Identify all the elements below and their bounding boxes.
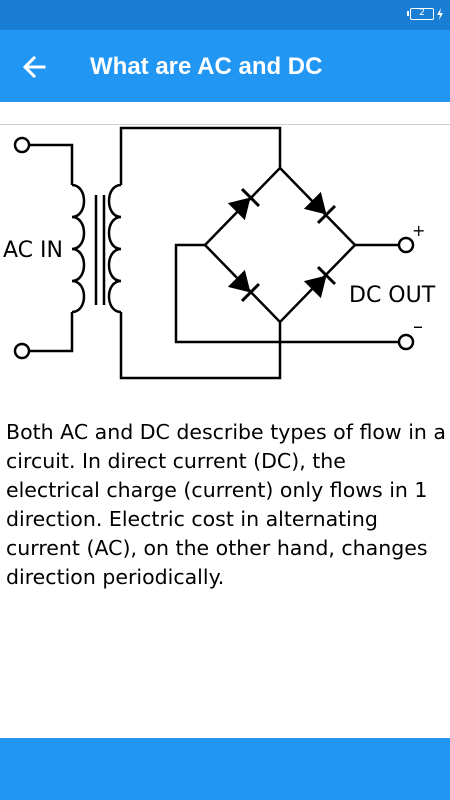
minus-label: –: [413, 314, 423, 338]
primary-coil: [71, 183, 86, 314]
back-button[interactable]: [18, 50, 52, 84]
app-bar: What are AC and DC: [0, 30, 450, 102]
secondary-lead-top: [119, 126, 282, 185]
secondary-coil: [107, 183, 122, 314]
divider: [0, 124, 450, 125]
dc-negative-lead: [174, 243, 399, 344]
arrow-left-icon: [22, 55, 46, 79]
plus-label: +: [412, 221, 425, 240]
ac-input-terminal-bottom: [13, 342, 31, 360]
ac-in-label: AC IN: [3, 238, 63, 263]
diode-top-right: [303, 191, 337, 225]
dc-positive-terminal: [397, 236, 415, 254]
primary-lead-bottom: [29, 312, 74, 353]
primary-lead-top: [29, 143, 74, 185]
battery-icon: 2: [407, 8, 434, 20]
bridge-rectifier: [203, 166, 357, 324]
status-bar: 2: [0, 0, 450, 30]
diode-bottom-right: [303, 265, 337, 299]
ac-input-terminal-top: [13, 136, 31, 154]
battery-level: 2: [419, 8, 425, 18]
bottom-bar: [0, 738, 450, 800]
page-title: What are AC and DC: [90, 53, 323, 80]
dc-negative-terminal: [397, 333, 415, 351]
diode-bottom-left: [227, 269, 261, 303]
dc-out-label: DC OUT: [349, 283, 436, 308]
description-text: Both AC and DC describe types of flow in…: [6, 420, 446, 589]
diode-top-left: [227, 187, 261, 221]
rectifier-circuit-diagram: AC IN DC OUT + –: [3, 126, 436, 380]
charging-bolt-icon: [437, 8, 443, 20]
secondary-lead-bottom: [119, 312, 282, 380]
